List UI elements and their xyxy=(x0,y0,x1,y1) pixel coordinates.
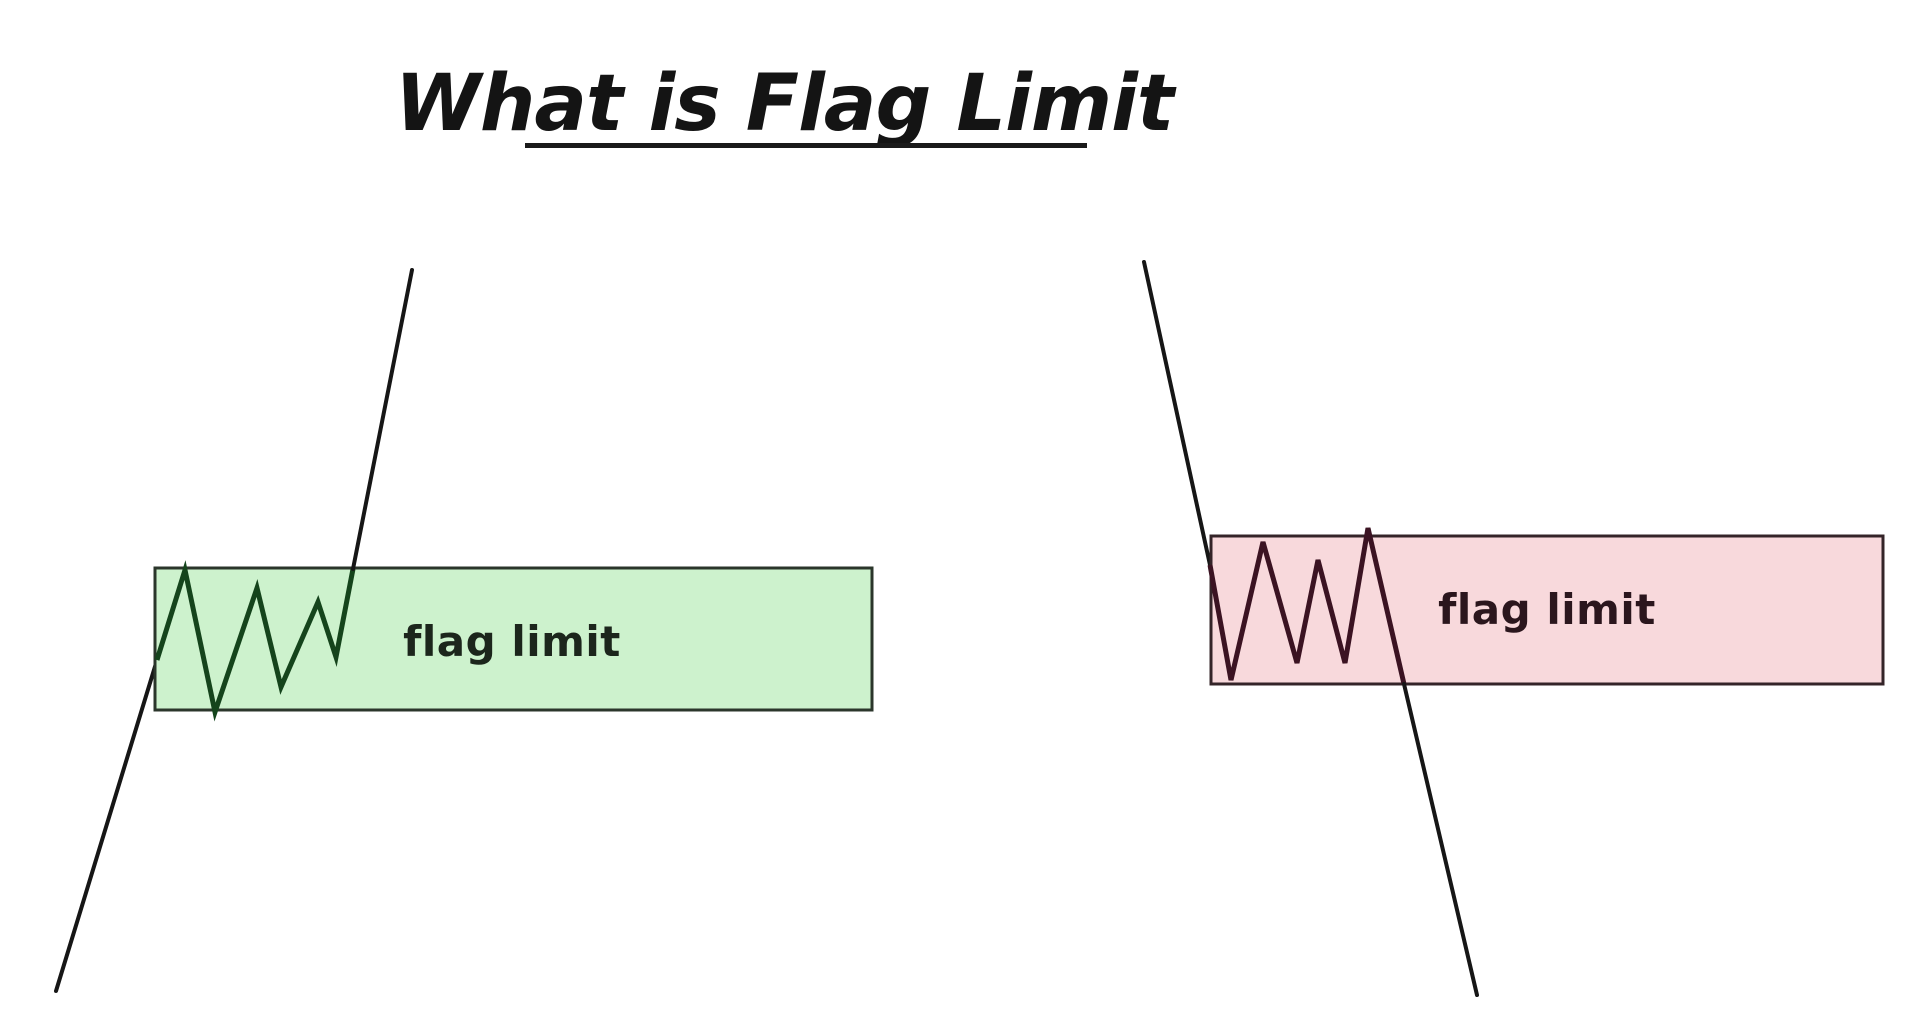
bullish-breakout-line xyxy=(351,268,414,571)
bearish-flag-limit-box xyxy=(1209,534,1885,686)
bearish-downtrend-line xyxy=(1142,260,1212,567)
bullish-flag-limit-label: flag limit xyxy=(403,617,621,666)
bullish-uptrend-line xyxy=(54,658,159,993)
bearish-consolidation-zigzag xyxy=(1207,527,1407,685)
bullish-flag-diagram: flag limit xyxy=(54,268,874,993)
title-group: What is Flag Limit xyxy=(395,59,1178,149)
bearish-flag-diagram: flag limit xyxy=(1142,260,1885,997)
bullish-flag-limit-box xyxy=(153,566,874,712)
title-underline xyxy=(525,143,1087,148)
page-title: What is Flag Limit xyxy=(395,59,1177,149)
bullish-consolidation-zigzag xyxy=(154,560,356,722)
bearish-breakdown-line xyxy=(1402,682,1479,997)
bearish-flag-limit-label: flag limit xyxy=(1438,585,1656,634)
